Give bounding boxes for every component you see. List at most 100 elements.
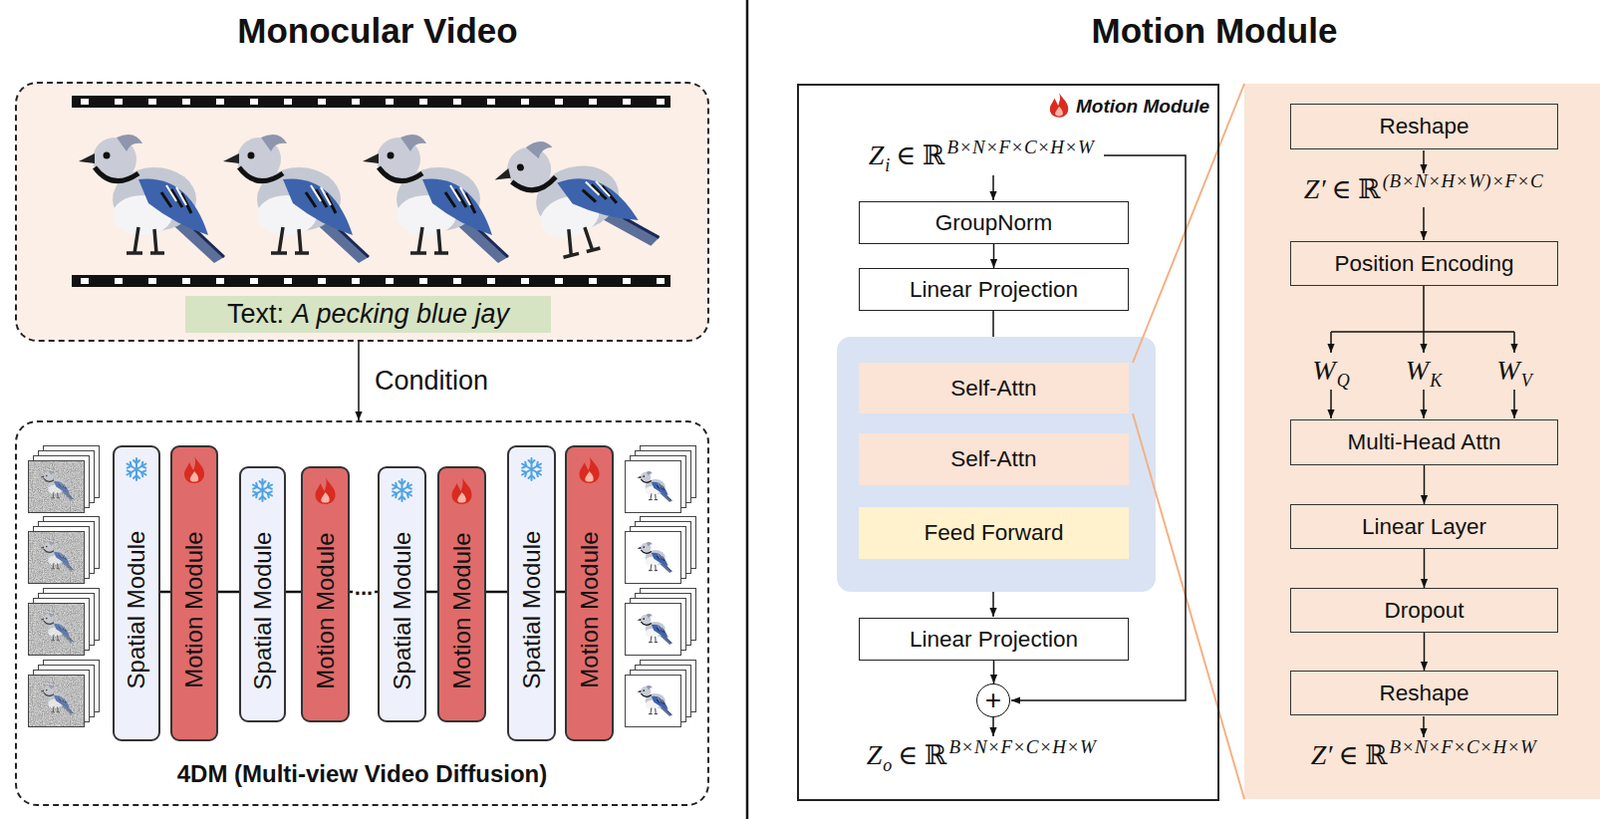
process-box: Reshape bbox=[1290, 670, 1559, 716]
layout-shape bbox=[28, 588, 100, 656]
divider-line bbox=[746, 0, 750, 819]
math-label: Zo∈ ℝB×N×F×C×H×W bbox=[866, 737, 1096, 774]
node-label: Motion Module bbox=[575, 531, 604, 688]
math-part: ∈ ℝ bbox=[895, 140, 945, 171]
node-label: Spatial Module bbox=[249, 531, 277, 690]
spatial-module: Spatial Module bbox=[239, 466, 286, 723]
process-box: Linear Projection bbox=[858, 267, 1129, 311]
node-label: Dropout bbox=[1383, 597, 1464, 624]
math-label: WK bbox=[1405, 352, 1442, 388]
math-part: Z bbox=[868, 139, 885, 171]
node-label: Multi-Head Attn bbox=[1347, 429, 1502, 456]
layout-shape bbox=[625, 588, 697, 656]
text-highlight: Text:A pecking blue jay bbox=[185, 295, 551, 333]
layout-shape bbox=[362, 134, 509, 264]
bird-frames bbox=[78, 118, 661, 278]
attention-box: Self-Attn bbox=[858, 433, 1129, 486]
node-label: 4DM (Multi-view Video Diffusion) bbox=[16, 760, 708, 789]
math-part: V bbox=[1521, 370, 1533, 391]
layout-shape bbox=[992, 175, 995, 201]
node-label: Motion Module bbox=[180, 531, 209, 688]
layout-shape bbox=[1513, 389, 1516, 419]
node-label: + bbox=[985, 686, 1002, 715]
layout-shape bbox=[1330, 331, 1333, 353]
node-label: Linear Layer bbox=[1361, 514, 1487, 540]
panel-heading: Motion Module bbox=[1091, 8, 1338, 53]
math-label: Zi∈ ℝB×N×F×C×H×W bbox=[868, 137, 1095, 174]
connector bbox=[285, 590, 301, 594]
panel-heading: Monocular Video bbox=[237, 8, 518, 53]
math-part: ∈ ℝ bbox=[1337, 740, 1387, 771]
layout-shape bbox=[1422, 716, 1425, 738]
attention-group bbox=[836, 336, 1156, 592]
math-part: K bbox=[1429, 370, 1442, 391]
node-label: Self-Attn bbox=[950, 375, 1037, 402]
edge-label: ... bbox=[352, 574, 375, 601]
connector bbox=[1423, 548, 1426, 588]
layout-shape bbox=[1132, 413, 1245, 800]
layout-shape bbox=[1132, 83, 1245, 363]
math-part: o bbox=[882, 755, 892, 776]
node-label: Reshape bbox=[1378, 113, 1469, 140]
diffusion-panel: 4DM (Multi-view Video Diffusion) Spatial … bbox=[14, 420, 710, 806]
math-part: B×N×F×C×H×W bbox=[947, 136, 1095, 158]
math-part: B×N×F×C×H×W bbox=[949, 736, 1097, 758]
node-label: Position Encoding bbox=[1333, 251, 1514, 277]
node-label: Linear Projection bbox=[909, 626, 1078, 653]
motion-module: Motion Module bbox=[564, 445, 614, 742]
motion-module: Motion Module bbox=[170, 445, 219, 742]
math-part: W bbox=[1405, 354, 1429, 386]
node-label: Motion Module bbox=[311, 532, 340, 689]
math-part: Q bbox=[1336, 370, 1350, 391]
node-label: Spatial Module bbox=[388, 531, 417, 690]
node-label: GroupNorm bbox=[935, 210, 1054, 237]
heading-text: Monocular Video bbox=[237, 10, 518, 50]
node-label: Self-Attn bbox=[950, 446, 1037, 473]
feed-forward-box: Feed Forward bbox=[858, 507, 1129, 559]
edge-label: Condition bbox=[372, 365, 491, 397]
layout-shape bbox=[1331, 285, 1515, 332]
process-box: Dropout bbox=[1290, 587, 1559, 633]
spatial-module: Spatial Module bbox=[507, 445, 556, 742]
zoom-leaders bbox=[1132, 83, 1245, 800]
math-part: i bbox=[884, 155, 890, 176]
motion-module: Motion Module bbox=[300, 466, 350, 723]
connector bbox=[218, 590, 240, 594]
layout-shape bbox=[625, 660, 697, 728]
motion-module: Motion Module bbox=[437, 466, 487, 723]
layout-shape bbox=[1422, 331, 1425, 353]
layout-shape bbox=[1050, 92, 1068, 118]
layout-shape bbox=[1422, 389, 1425, 419]
zoom-panel bbox=[1244, 83, 1600, 800]
process-box: Linear Projection bbox=[858, 617, 1129, 661]
math-part: B×N×F×C×H×W bbox=[1389, 736, 1538, 758]
motion-module-box: Motion ModuleGroupNormLinear ProjectionS… bbox=[797, 83, 1220, 801]
layout-shape bbox=[1422, 150, 1425, 174]
layout-shape bbox=[1422, 207, 1425, 241]
node-label: Motion Module bbox=[448, 532, 477, 689]
node-label: Reshape bbox=[1378, 680, 1469, 707]
math-part: ∈ ℝ bbox=[1332, 174, 1381, 205]
connector bbox=[555, 590, 565, 594]
process-box: Linear Layer bbox=[1290, 504, 1559, 549]
process-box: Position Encoding bbox=[1290, 241, 1559, 286]
node-label: Spatial Module bbox=[122, 530, 151, 689]
math-part: Z′ bbox=[1311, 739, 1334, 771]
connector bbox=[486, 590, 508, 594]
process-box: Multi-Head Attn bbox=[1290, 419, 1559, 466]
layout-shape bbox=[992, 310, 995, 337]
layout-shape bbox=[1330, 389, 1333, 419]
math-label: WQ bbox=[1312, 352, 1349, 388]
node-label: Motion Module bbox=[1075, 95, 1210, 118]
math-part: Z′ bbox=[1304, 173, 1327, 205]
math-part: W bbox=[1496, 354, 1520, 386]
node-label: Spatial Module bbox=[518, 530, 546, 689]
process-box: Reshape bbox=[1290, 103, 1559, 150]
sum-circle: + bbox=[976, 683, 1011, 718]
layout-shape bbox=[625, 517, 697, 584]
math-part: ∈ ℝ bbox=[897, 740, 947, 771]
math-part: W bbox=[1312, 354, 1335, 386]
layout-shape bbox=[1513, 331, 1516, 353]
node-label: Text: bbox=[227, 298, 284, 330]
layout-shape bbox=[28, 660, 100, 728]
